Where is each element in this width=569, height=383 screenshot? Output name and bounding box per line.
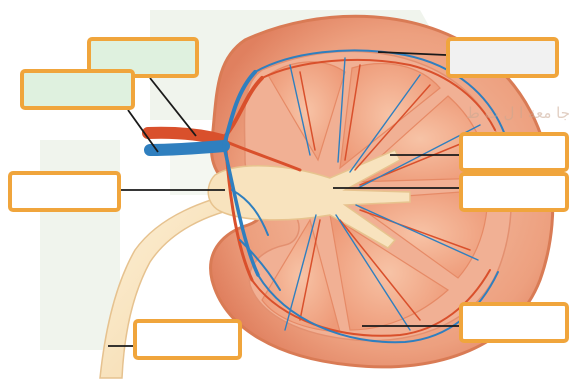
label-box-renal-cortex[interactable] (446, 37, 559, 78)
label-box-renal-medulla[interactable] (459, 132, 569, 172)
label-box-renal-pelvis[interactable] (8, 171, 121, 212)
label-box-renal-vein[interactable] (20, 69, 135, 110)
watermark-text: جا معة ا ل ت ط (270, 104, 569, 128)
label-box-renal-capsule[interactable] (459, 302, 569, 343)
label-box-renal-calyx[interactable] (459, 172, 569, 212)
label-box-ureter[interactable] (133, 319, 242, 360)
